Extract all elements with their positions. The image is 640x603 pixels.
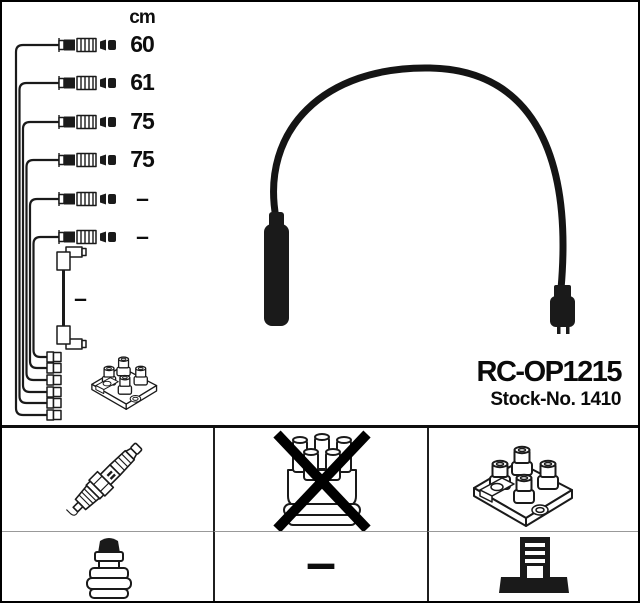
cable-boot [264,212,289,326]
cable-set-schematic [14,37,157,421]
cable-length-2: 61 [130,69,155,95]
main-cable-illustration [264,64,575,334]
part-info: RC-OP1215 Stock-No. 1410 [476,356,623,411]
cable-length-3: 75 [130,108,155,134]
coil-end-terminals [46,351,62,421]
plug-connector-icon [86,537,132,599]
dash-symbol: – [305,532,337,593]
length-unit-label: cm [129,7,155,28]
cable-coil-connector [550,285,575,334]
part-number: RC-OP1215 [476,356,623,388]
legend-cell-ignition-coil [427,428,638,531]
technical-drawing-canvas [14,37,575,421]
cable-length-1: 60 [130,31,155,57]
application-legend-grid: – [2,425,638,601]
distributor-cap-icon [273,430,371,531]
cable-length-6: – [136,223,149,249]
legend-cell-distributor-cap [213,428,427,531]
legend-cell-spark-plug [2,428,213,531]
cable-length-4: 75 [130,146,155,172]
plug-end-connectors [58,37,117,245]
legend-cell-coil-connector [427,531,638,601]
cross-out-mark [273,430,371,531]
ignition-coil-icon [472,445,573,527]
coil-connector-icon [498,536,569,593]
spark-plug-icon [66,442,143,516]
legend-cell-plug-connector [2,531,213,601]
ignition-coil-drawing [92,357,157,409]
cable-routing-wires [14,43,61,417]
coil-lead-cable [56,246,87,350]
legend-cell-dash: – [213,531,427,601]
stock-number: Stock-No. 1410 [490,389,621,410]
coil-cable-length: – [74,285,87,311]
cable-length-5: – [136,185,149,211]
